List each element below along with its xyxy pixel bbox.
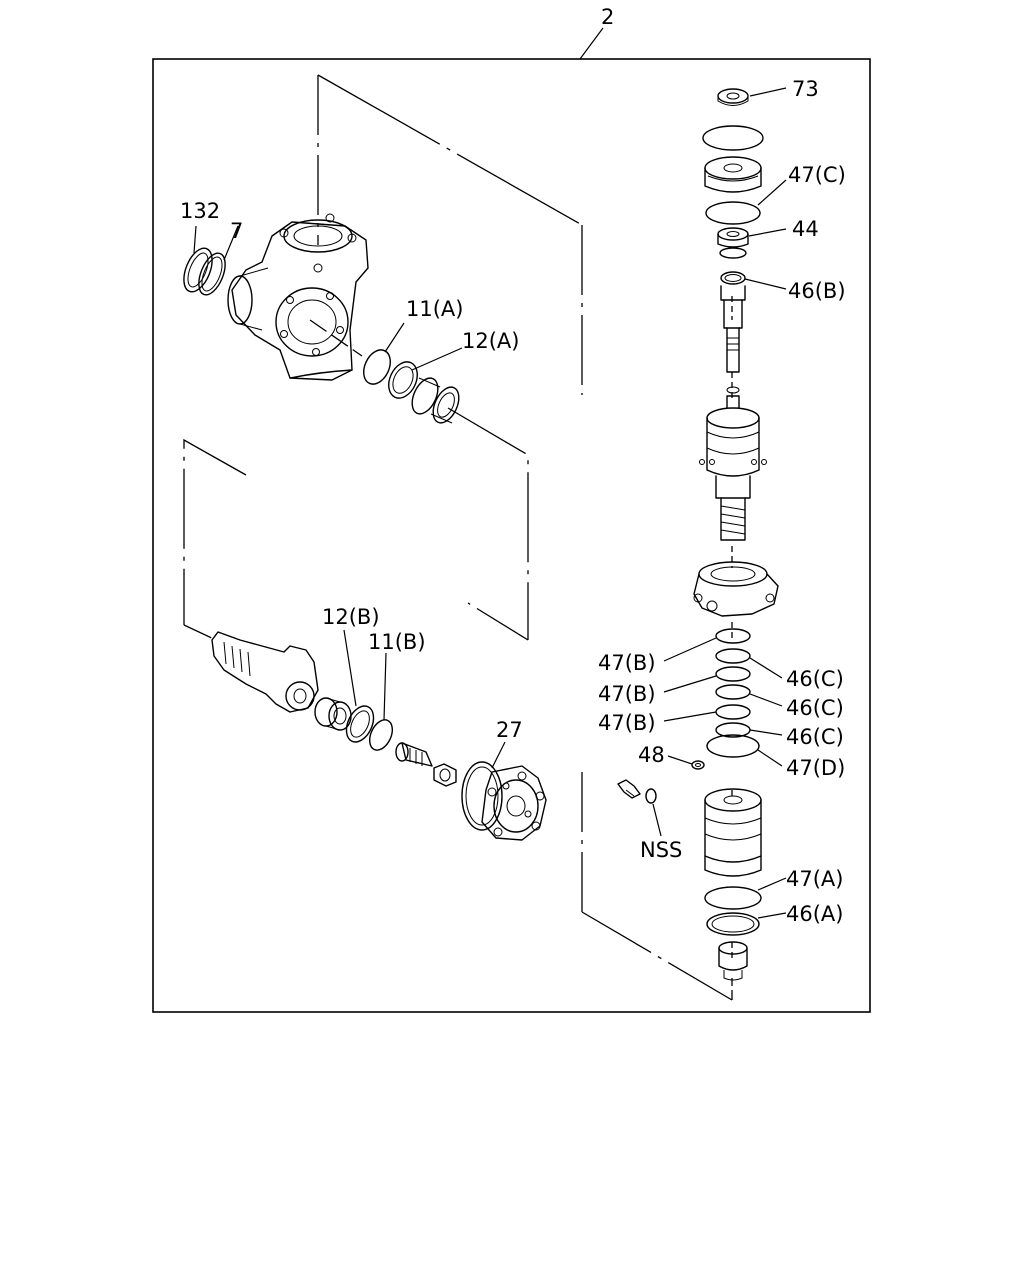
assembly-leader xyxy=(579,27,604,60)
callout-47d: 47(D) xyxy=(786,756,845,780)
callout-46c-2: 46(C) xyxy=(786,696,844,720)
callout-46b: 46(B) xyxy=(788,279,846,303)
adjusting-screw xyxy=(395,742,433,767)
valve-housing-cap xyxy=(704,156,762,193)
washer-48 xyxy=(691,760,705,770)
callout-11b: 11(B) xyxy=(368,630,426,654)
callout-46a: 46(A) xyxy=(786,902,843,926)
o-ring-47a xyxy=(704,886,762,910)
input-shaft xyxy=(720,285,746,394)
callout-12b: 12(B) xyxy=(322,605,380,629)
callout-27: 27 xyxy=(496,718,523,742)
callout-nss: NSS xyxy=(640,838,682,862)
bearing-44 xyxy=(717,227,749,259)
callout-12a: 12(A) xyxy=(462,329,519,353)
bolt-nss xyxy=(617,779,657,804)
callout-47b-1: 47(B) xyxy=(598,651,656,675)
snap-ring-11a xyxy=(363,349,391,385)
callout-44: 44 xyxy=(792,217,819,241)
bottom-adjuster xyxy=(718,941,748,981)
ring-7 xyxy=(198,252,226,296)
seal-12a xyxy=(388,361,418,399)
callout-47b-2: 47(B) xyxy=(598,682,656,706)
washer-73 xyxy=(717,88,749,106)
assembly-number-label: 2 xyxy=(601,5,614,29)
gear-housing xyxy=(227,213,369,381)
seal-12b xyxy=(345,705,375,743)
callout-7: 7 xyxy=(230,219,243,243)
side-cover-27 xyxy=(461,761,547,841)
assembly-guide-lines xyxy=(183,74,733,1001)
callout-47a: 47(A) xyxy=(786,867,843,891)
ring-132 xyxy=(183,247,213,293)
callout-46c-1: 46(C) xyxy=(786,667,844,691)
callout-47c: 47(C) xyxy=(788,163,846,187)
o-ring-top xyxy=(702,125,764,151)
callout-47b-3: 47(B) xyxy=(598,711,656,735)
lock-nut xyxy=(433,763,457,787)
callout-46c-3: 46(C) xyxy=(786,725,844,749)
callout-11a: 11(A) xyxy=(406,297,463,321)
leader-lines xyxy=(193,87,787,919)
snap-ring-11b xyxy=(368,719,394,751)
callout-labels: 132 7 11(A) 12(A) 12(B) 11(B) 27 73 47(C… xyxy=(180,77,846,926)
needle-bearing-upper xyxy=(411,377,460,424)
assembly-frame xyxy=(152,58,871,1013)
ball-nut-housing xyxy=(693,561,779,617)
callout-48: 48 xyxy=(638,743,665,767)
needle-bearing-lower xyxy=(314,697,352,731)
o-ring-47c xyxy=(705,201,761,225)
callout-132: 132 xyxy=(180,199,220,223)
seal-46b xyxy=(720,271,746,285)
valve-cylinder xyxy=(704,788,762,877)
seal-46a xyxy=(706,912,760,936)
callout-73: 73 xyxy=(792,77,819,101)
worm-valve-body xyxy=(699,395,767,541)
o-ring-stack xyxy=(706,628,760,758)
sector-shaft xyxy=(211,631,319,713)
